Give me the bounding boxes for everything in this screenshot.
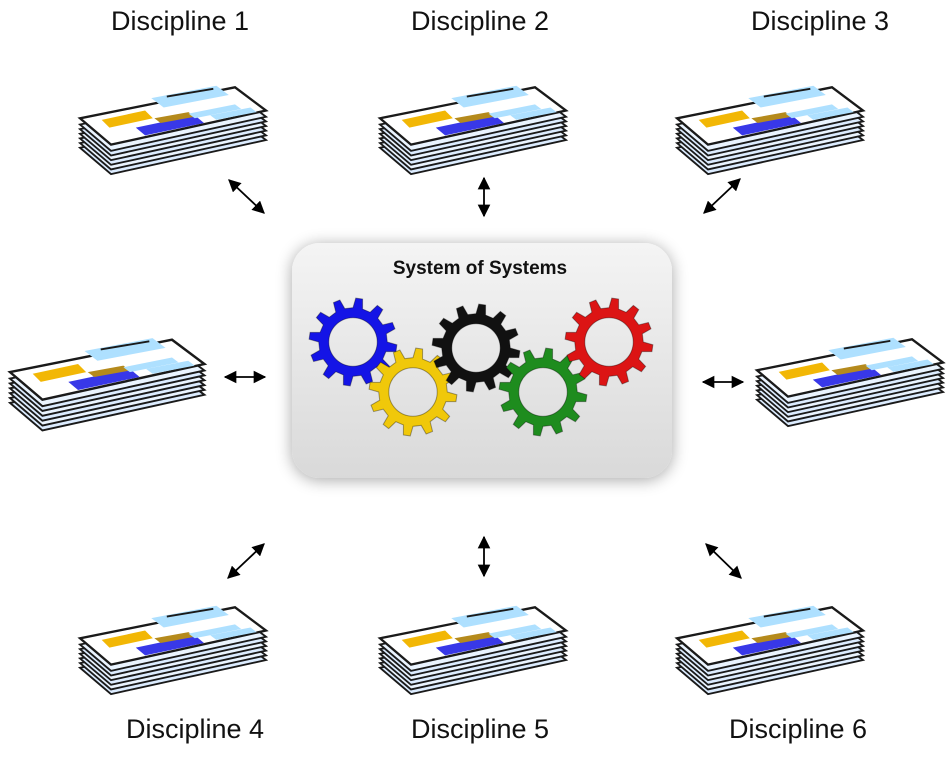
double-arrow-icon-d1 (228, 179, 265, 214)
red-gear-icon (564, 297, 654, 387)
document-stack-icon-right (755, 336, 945, 428)
yellow-gear-icon (368, 347, 458, 437)
document-stack-icon-d3 (675, 84, 865, 176)
document-stack-icon-d6 (675, 604, 865, 696)
double-arrow-icon-d6 (705, 543, 742, 579)
document-stack-icon-d1 (78, 84, 268, 176)
blue-gear-icon (308, 297, 398, 387)
double-arrow-icon-d4 (227, 543, 265, 579)
document-stack-icon-left (8, 336, 206, 432)
gears-group (308, 297, 654, 437)
green-gear-icon (498, 347, 588, 437)
label-discipline-6: Discipline 6 (728, 714, 868, 744)
double-arrow-icon-d3 (703, 178, 741, 214)
document-stack-icon-d2 (378, 84, 568, 176)
document-stack-icon-d4 (78, 604, 268, 696)
document-stack-icon-d5 (378, 604, 568, 696)
black-gear-icon (431, 303, 521, 393)
label-discipline-3: Discipline 3 (750, 6, 890, 36)
label-discipline-4: Discipline 4 (125, 714, 265, 744)
label-discipline-1: Discipline 1 (110, 6, 250, 36)
label-discipline-2: Discipline 2 (410, 6, 550, 36)
hub-title: System of Systems (392, 258, 568, 279)
label-discipline-5: Discipline 5 (410, 714, 550, 744)
